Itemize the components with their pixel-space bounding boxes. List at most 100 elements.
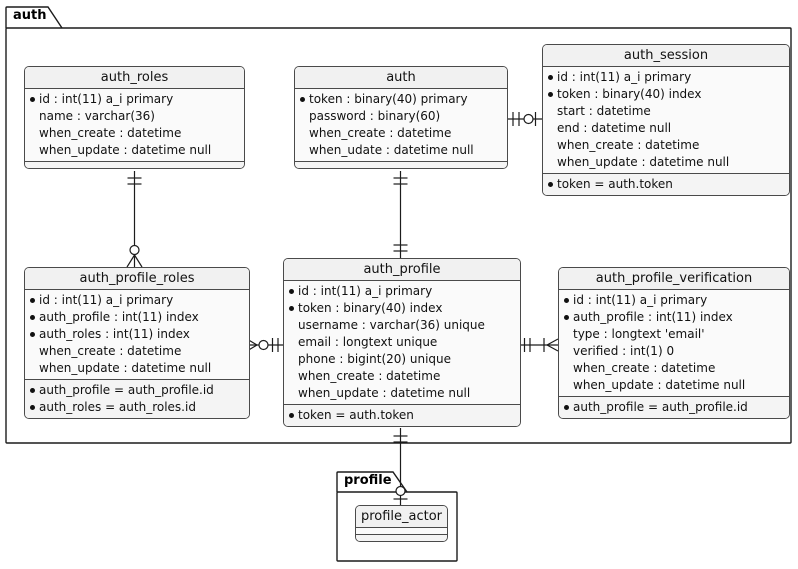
- entity-attributes: id : int(11) a_i primary name : varchar(3…: [25, 89, 244, 161]
- entity-constraints: [295, 161, 507, 168]
- key-bullet-icon: [25, 298, 39, 303]
- attribute-text: id : int(11) a_i primary: [39, 92, 174, 106]
- entity-title: auth_session: [543, 45, 789, 67]
- entity-attribute: when_update : datetime null: [559, 377, 787, 394]
- attribute-text: id : int(11) a_i primary: [557, 70, 692, 84]
- entity-title: profile_actor: [356, 506, 447, 528]
- attribute-text: token = auth.token: [298, 408, 414, 422]
- entity-attribute: when_create : datetime: [543, 137, 787, 154]
- entity-key-attribute: token = auth.token: [284, 407, 518, 424]
- entity-attributes: id : int(11) a_i primary token : binary(4…: [284, 281, 520, 404]
- entity-key-attribute: id : int(11) a_i primary: [284, 283, 518, 300]
- entity-attributes: [356, 528, 447, 534]
- entity-key-attribute: token = auth.token: [543, 176, 787, 193]
- relationship-auth-profile-to-profile-actor: [393, 428, 408, 505]
- attribute-text: when_udate : datetime null: [309, 143, 474, 157]
- key-bullet-icon: [25, 332, 39, 337]
- attribute-text: email : longtext unique: [298, 335, 438, 349]
- key-bullet-icon: [543, 75, 557, 80]
- attribute-text: phone : bigint(20) unique: [298, 352, 452, 366]
- key-bullet-icon: [284, 413, 298, 418]
- attribute-text: name : varchar(36): [39, 109, 155, 123]
- attribute-text: when_update : datetime null: [39, 143, 212, 157]
- attribute-text: id : int(11) a_i primary: [298, 284, 433, 298]
- entity-title: auth_roles: [25, 67, 244, 89]
- attribute-text: type : longtext 'email': [573, 327, 705, 341]
- entity-attribute: when_udate : datetime null: [295, 142, 505, 159]
- attribute-text: auth_profile : int(11) index: [573, 310, 733, 324]
- entity-constraints: token = auth.token: [284, 404, 520, 426]
- key-bullet-icon: [559, 298, 573, 303]
- key-bullet-icon: [559, 405, 573, 410]
- package-label-profile: profile: [344, 473, 392, 488]
- package-auth-outline: [5, 6, 792, 444]
- entity-attribute: when_create : datetime: [284, 368, 518, 385]
- key-bullet-icon: [543, 92, 557, 97]
- attribute-text: when_update : datetime null: [573, 378, 746, 392]
- attribute-text: token : binary(40) index: [557, 87, 702, 101]
- entity-key-attribute: auth_profile : int(11) index: [25, 309, 247, 326]
- entity-attribute: when_create : datetime: [25, 343, 247, 360]
- attribute-text: token : binary(40) index: [298, 301, 443, 315]
- entity-auth-profile: auth_profile id : int(11) a_i primary tok…: [283, 258, 521, 427]
- entity-key-attribute: token : binary(40) index: [284, 300, 518, 317]
- entity-key-attribute: token : binary(40) primary: [295, 91, 505, 108]
- attribute-text: when_create : datetime: [309, 126, 452, 140]
- relationship-auth-roles-to-auth-profile-roles: [126, 171, 143, 268]
- entity-auth-session: auth_session id : int(11) a_i primary tok…: [542, 44, 790, 196]
- entity-attribute: password : binary(60): [295, 108, 505, 125]
- key-bullet-icon: [25, 405, 39, 410]
- entity-attribute: email : longtext unique: [284, 334, 518, 351]
- attribute-text: when_create : datetime: [39, 344, 182, 358]
- entity-title: auth_profile_roles: [25, 268, 249, 290]
- attribute-text: auth_profile = auth_profile.id: [573, 400, 748, 414]
- entity-attribute: phone : bigint(20) unique: [284, 351, 518, 368]
- entity-attributes: id : int(11) a_i primary token : binary(4…: [543, 67, 789, 173]
- key-bullet-icon: [25, 315, 39, 320]
- entity-attribute: type : longtext 'email': [559, 326, 787, 343]
- attribute-text: when_create : datetime: [573, 361, 716, 375]
- package-label-auth: auth: [13, 8, 47, 23]
- entity-key-attribute: id : int(11) a_i primary: [559, 292, 787, 309]
- key-bullet-icon: [543, 182, 557, 187]
- entity-attribute: when_create : datetime: [559, 360, 787, 377]
- entity-attribute: end : datetime null: [543, 120, 787, 137]
- attribute-text: id : int(11) a_i primary: [39, 293, 174, 307]
- entity-key-attribute: id : int(11) a_i primary: [543, 69, 787, 86]
- entity-attribute: name : varchar(36): [25, 108, 242, 125]
- entity-title: auth_profile: [284, 259, 520, 281]
- entity-attribute: start : datetime: [543, 103, 787, 120]
- entity-constraints: [25, 161, 244, 168]
- relationship-auth-profile-to-auth-profile-roles: [246, 338, 283, 352]
- attribute-text: id : int(11) a_i primary: [573, 293, 708, 307]
- entity-key-attribute: id : int(11) a_i primary: [25, 91, 242, 108]
- attribute-text: when_update : datetime null: [557, 155, 730, 169]
- entity-attribute: when_update : datetime null: [25, 360, 247, 377]
- entity-attributes: id : int(11) a_i primary auth_profile : i…: [25, 290, 249, 379]
- entity-attribute: when_update : datetime null: [543, 154, 787, 171]
- relationship-auth-profile-to-auth-profile-verification: [519, 338, 559, 352]
- attribute-text: password : binary(60): [309, 109, 441, 123]
- entity-attribute: when_update : datetime null: [284, 385, 518, 402]
- attribute-text: when_create : datetime: [39, 126, 182, 140]
- entity-attribute: when_create : datetime: [25, 125, 242, 142]
- attribute-text: token = auth.token: [557, 177, 673, 191]
- entity-attributes: id : int(11) a_i primary auth_profile : i…: [559, 290, 789, 396]
- attribute-text: when_create : datetime: [298, 369, 441, 383]
- attribute-text: auth_roles : int(11) index: [39, 327, 190, 341]
- key-bullet-icon: [25, 388, 39, 393]
- entity-key-attribute: auth_roles : int(11) index: [25, 326, 247, 343]
- attribute-text: when_update : datetime null: [39, 361, 212, 375]
- entity-constraints: [356, 534, 447, 541]
- entity-attribute: when_update : datetime null: [25, 142, 242, 159]
- entity-attribute: when_create : datetime: [295, 125, 505, 142]
- attribute-text: end : datetime null: [557, 121, 672, 135]
- relationship-auth-to-auth-profile: [393, 171, 408, 258]
- entity-key-attribute: auth_profile = auth_profile.id: [25, 382, 247, 399]
- key-bullet-icon: [284, 289, 298, 294]
- entity-auth-roles: auth_roles id : int(11) a_i primary name …: [24, 66, 245, 169]
